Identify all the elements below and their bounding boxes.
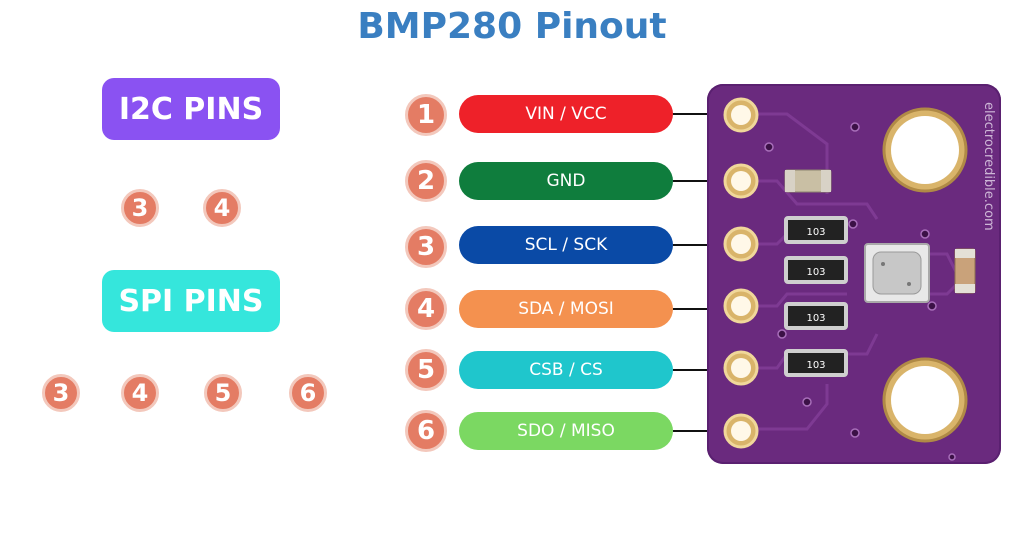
pin-label-csb: CSB / CS bbox=[459, 351, 673, 389]
resistor bbox=[784, 349, 848, 377]
pin-label-vin: VIN / VCC bbox=[459, 95, 673, 133]
pin-number-badge: 3 bbox=[405, 226, 447, 268]
resistor bbox=[784, 216, 848, 244]
pcb-traces bbox=[743, 112, 959, 431]
i2c-pins-label: I2C PINS bbox=[102, 78, 280, 140]
pin-wire bbox=[673, 113, 721, 115]
bmp280-board: 103 103 103 103 electrocredible.com bbox=[707, 84, 1001, 464]
resistor-label: 103 bbox=[806, 360, 825, 371]
i2c-pin-badge: 3 bbox=[121, 189, 159, 227]
pin-number-badge: 4 bbox=[405, 288, 447, 330]
spi-pins-label: SPI PINS bbox=[102, 270, 280, 332]
resistor-label: 103 bbox=[806, 227, 825, 238]
pin-label-sda: SDA / MOSI bbox=[459, 290, 673, 328]
pin-label-gnd: GND bbox=[459, 162, 673, 200]
spi-pin-badge: 6 bbox=[289, 374, 327, 412]
resistor bbox=[784, 256, 848, 284]
pin-wire bbox=[673, 244, 721, 246]
pin-number-badge: 5 bbox=[405, 349, 447, 391]
pin-wire bbox=[673, 308, 721, 310]
pin-wire bbox=[673, 180, 721, 182]
board-artwork: 103 103 103 103 electrocredible.com bbox=[723, 97, 996, 461]
spi-pin-badge: 4 bbox=[121, 374, 159, 412]
page-title: BMP280 Pinout bbox=[357, 6, 667, 47]
spi-pin-badge: 5 bbox=[204, 374, 242, 412]
pin-number-badge: 6 bbox=[405, 410, 447, 452]
pin-label-sdo: SDO / MISO bbox=[459, 412, 673, 450]
pcb-vias bbox=[764, 122, 956, 461]
pin-number-badge: 1 bbox=[405, 94, 447, 136]
resistor-label: 103 bbox=[806, 313, 825, 324]
pin-wire bbox=[673, 369, 721, 371]
resistor-label: 103 bbox=[806, 267, 825, 278]
pin-number-badge: 2 bbox=[405, 160, 447, 202]
i2c-pin-badge: 4 bbox=[203, 189, 241, 227]
pin-label-scl: SCL / SCK bbox=[459, 226, 673, 264]
capacitor bbox=[784, 169, 976, 294]
pin-wire bbox=[673, 430, 721, 432]
mounting-holes bbox=[882, 107, 968, 443]
board-watermark: electrocredible.com bbox=[981, 102, 996, 231]
pin-pads bbox=[723, 97, 759, 449]
bmp280-sensor-chip bbox=[864, 243, 930, 303]
spi-pin-badge: 3 bbox=[42, 374, 80, 412]
resistor bbox=[784, 302, 848, 330]
